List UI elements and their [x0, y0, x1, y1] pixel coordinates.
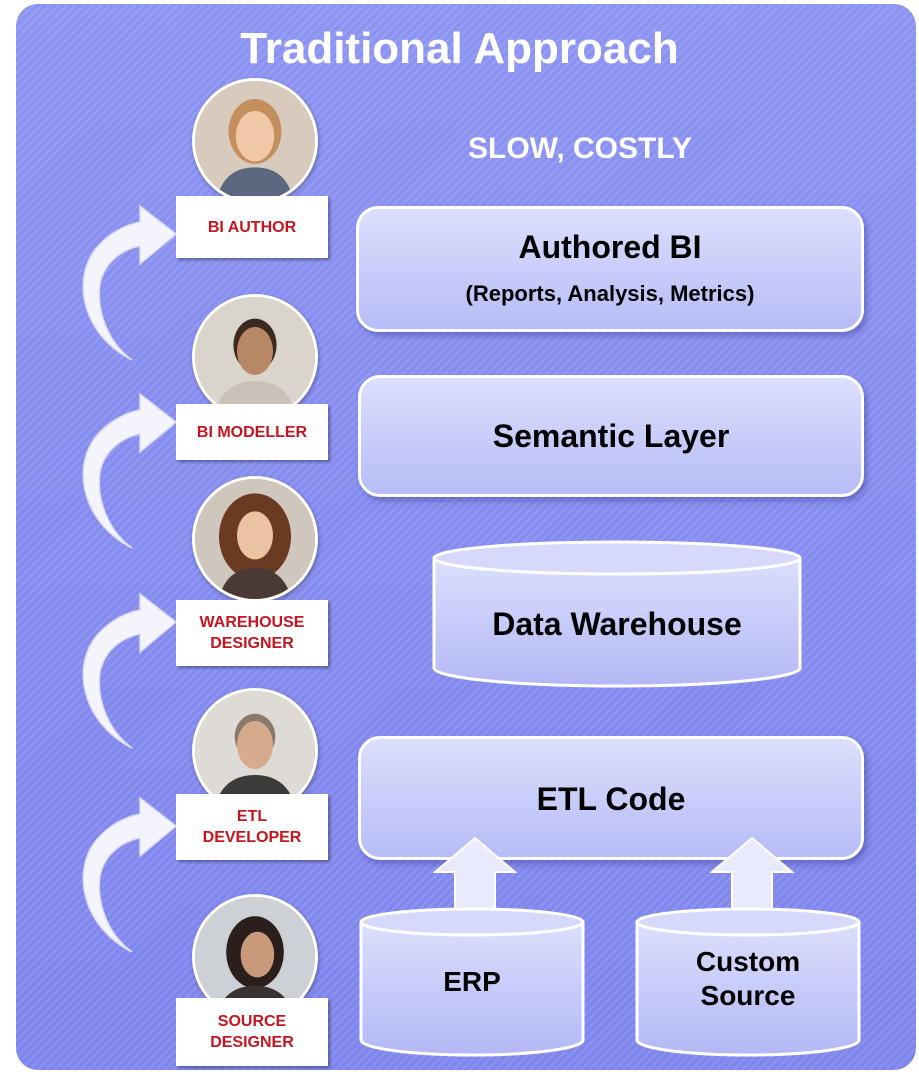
diagram-title: Traditional Approach [240, 24, 679, 73]
data-warehouse-title: Data Warehouse [492, 606, 742, 642]
bi-modeller-avatar [192, 294, 318, 420]
etl-developer-avatar [192, 688, 318, 814]
erp-title: ERP [443, 966, 501, 997]
semantic-layer: Semantic Layer [358, 375, 864, 497]
curved-up-arrow-icon [82, 204, 178, 361]
role-bi-modeller: BI MODELLER [176, 404, 328, 460]
etl-code-layer: ETL Code [358, 736, 864, 860]
bi-author-avatar [192, 78, 318, 204]
role-label: SOURCE [217, 1013, 287, 1030]
authored-bi-layer: Authored BI (Reports, Analysis, Metrics) [356, 206, 864, 332]
authored-bi-title: Authored BI [518, 229, 702, 265]
custom-source-cylinder: Custom Source [634, 906, 862, 1058]
role-label: BI AUTHOR [207, 218, 297, 236]
custom-source-line2: Source [700, 980, 796, 1011]
curved-up-arrow-icon [82, 392, 178, 549]
role-label: DESIGNER [210, 1034, 294, 1051]
role-etl-developer: ETL DEVELOPER [176, 794, 328, 860]
erp-cylinder: ERP [358, 906, 586, 1058]
role-label: WAREHOUSE [199, 614, 305, 631]
warehouse-designer-avatar [192, 476, 318, 602]
diagram-subtitle: SLOW, COSTLY [468, 132, 692, 165]
role-label: BI MODELLER [196, 423, 308, 441]
erp-up-arrow-icon [433, 836, 517, 911]
role-bi-author: BI AUTHOR [176, 196, 328, 258]
role-warehouse-designer: WAREHOUSE DESIGNER [176, 600, 328, 666]
curved-up-arrow-icon [82, 592, 178, 749]
authored-bi-subtitle: (Reports, Analysis, Metrics) [465, 281, 755, 306]
custom-source-up-arrow-icon [710, 836, 794, 911]
role-source-designer: SOURCE DESIGNER [176, 998, 328, 1066]
semantic-layer-title: Semantic Layer [492, 418, 730, 454]
role-label: DEVELOPER [202, 829, 302, 846]
data-warehouse-cylinder: Data Warehouse [430, 540, 804, 692]
role-label: ETL [236, 808, 268, 825]
role-label: DESIGNER [210, 635, 294, 652]
etl-code-title: ETL Code [536, 781, 686, 817]
curved-up-arrow-icon [82, 796, 178, 953]
custom-source-line1: Custom [695, 946, 801, 977]
